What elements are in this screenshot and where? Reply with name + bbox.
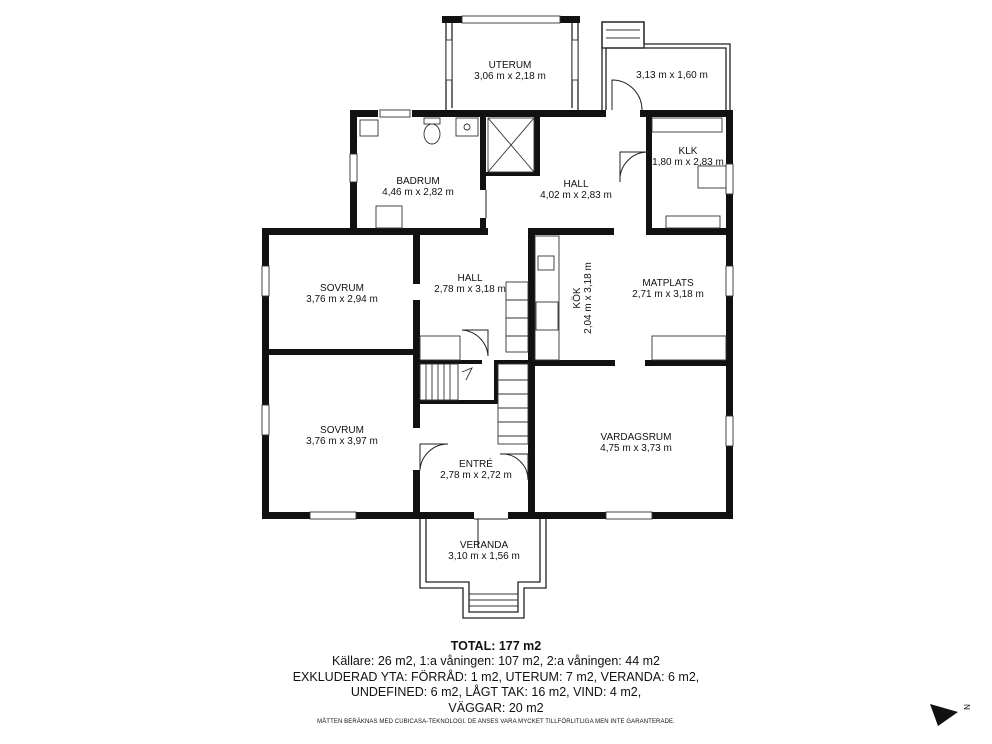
north-arrow-icon: N (930, 704, 972, 726)
room-name-vardagsrum: VARDAGSRUM (601, 432, 672, 443)
compass-label: N (963, 704, 972, 710)
thin-outlines (419, 20, 731, 619)
room-name-uterum: UTERUM (489, 60, 532, 71)
room-name-sovrum-1: SOVRUM (320, 283, 364, 294)
room-name-badrum: BADRUM (396, 176, 439, 187)
room-dims-badrum: 4,46 m x 2,82 m (382, 187, 454, 198)
windows (261, 15, 734, 520)
doors (419, 79, 649, 548)
room-dims-entre: 2,78 m x 2,72 m (440, 470, 512, 481)
room-dims-klk: 1,80 m x 2,83 m (652, 157, 724, 168)
room-dims-vardagsrum: 4,75 m x 3,73 m (600, 443, 672, 454)
total-area: TOTAL: 177 m2 (450, 639, 542, 653)
fixtures (359, 117, 727, 445)
summary-line-2: EXKLUDERAD YTA: FÖRRÅD: 1 m2, UTERUM: 7 … (292, 669, 700, 684)
walls (262, 16, 733, 519)
disclaimer: MÅTTEN BERÄKNAS MED CUBICASA-TEKNOLOGI. … (317, 719, 675, 725)
room-name-kok: KÖK (571, 287, 583, 308)
summary-line-4: VÄGGAR: 20 m2 (448, 700, 544, 715)
room-name-hall-middle: HALL (457, 273, 482, 284)
room-name-veranda: VERANDA (460, 540, 509, 551)
summary-line-1: Källare: 26 m2, 1:a våningen: 107 m2, 2:… (332, 654, 660, 668)
summary-line-3: UNDEFINED: 6 m2, LÅGT TAK: 16 m2, VIND: … (350, 685, 642, 699)
room-dims-hall-middle: 2,78 m x 3,18 m (434, 284, 506, 295)
room-dims-porch: 3,13 m x 1,60 m (636, 70, 708, 81)
room-dims-matplats: 2,71 m x 3,18 m (632, 289, 704, 300)
steps (469, 29, 640, 607)
room-name-sovrum-2: SOVRUM (320, 425, 364, 436)
room-dims-kok: 2,04 m x 3,18 m (583, 262, 594, 334)
room-dims-sovrum-1: 3,76 m x 2,94 m (306, 294, 378, 305)
area-summary: TOTAL: 177 m2 Källare: 26 m2, 1:a våning… (246, 638, 746, 725)
room-dims-veranda: 3,10 m x 1,56 m (448, 551, 520, 562)
room-name-matplats: MATPLATS (642, 278, 694, 289)
room-labels: UTERUM 3,06 m x 2,18 m 3,13 m x 1,60 m B… (306, 60, 724, 562)
room-dims-hall-upper: 4,02 m x 2,83 m (540, 190, 612, 201)
room-dims-sovrum-2: 3,76 m x 3,97 m (306, 436, 378, 447)
room-name-klk: KLK (679, 146, 698, 157)
room-name-entre: ENTRÉ (459, 457, 493, 470)
room-name-hall-upper: HALL (563, 179, 588, 190)
room-dims-uterum: 3,06 m x 2,18 m (474, 71, 546, 82)
